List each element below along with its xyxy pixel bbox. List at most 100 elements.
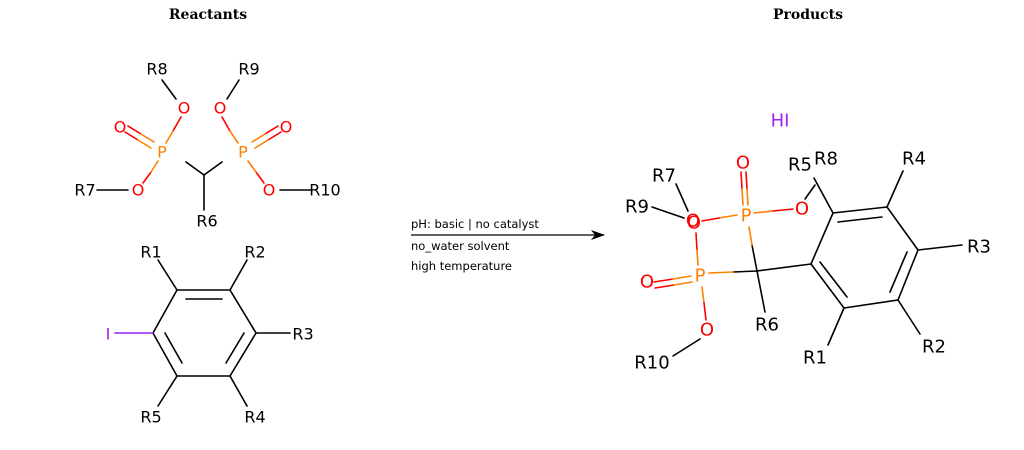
atom-label: O	[640, 272, 654, 293]
atom-label: O	[795, 199, 809, 220]
reactant-iodobenzene	[114, 259, 291, 407]
atom-label: O	[263, 181, 276, 200]
bond	[251, 133, 266, 143]
atom-label: R7	[74, 181, 95, 200]
atom-label: O	[132, 181, 145, 200]
bond	[701, 286, 705, 304]
bond	[127, 125, 142, 135]
bond	[157, 259, 178, 291]
bond	[751, 244, 758, 272]
atom-label: R3	[967, 237, 991, 258]
bond	[889, 251, 908, 293]
bond	[264, 125, 279, 135]
bond	[741, 188, 744, 206]
bond	[718, 214, 738, 219]
bond	[675, 183, 689, 212]
atom-label: R2	[244, 243, 265, 262]
bond	[696, 249, 699, 266]
bond	[832, 206, 888, 214]
bond	[140, 133, 155, 143]
atom-label: R3	[292, 325, 313, 344]
atom-label: R9	[238, 60, 259, 79]
bond	[161, 79, 177, 100]
atom-label: R6	[755, 315, 779, 336]
atom-label: R10	[309, 181, 340, 200]
atom-label: R8	[146, 60, 167, 79]
bond	[813, 177, 834, 214]
bond	[695, 232, 698, 251]
bond	[772, 208, 794, 212]
bond	[756, 270, 766, 313]
atom-label: O	[700, 320, 714, 341]
bond	[185, 161, 205, 176]
bond	[810, 212, 834, 265]
bond	[165, 130, 174, 144]
bond	[672, 338, 701, 357]
bond	[837, 216, 883, 223]
bond	[843, 299, 899, 309]
atom-label: O	[178, 99, 191, 118]
reactants-heading: Reactants	[168, 7, 248, 23]
bond	[756, 263, 812, 272]
products-heading: Products	[772, 7, 844, 23]
bond	[673, 281, 693, 286]
bond	[150, 160, 159, 173]
atom-label: O	[736, 153, 750, 174]
atom-label: R10	[634, 353, 669, 374]
atom-label: P	[741, 206, 752, 227]
condition-solvent: no_water solvent	[411, 239, 510, 253]
atom-label: R8	[814, 149, 838, 170]
bond	[247, 160, 257, 173]
bond	[229, 332, 257, 377]
atom-label: O	[280, 118, 293, 137]
bond	[748, 226, 753, 246]
atom-label: O	[686, 211, 700, 232]
product-hydrogen-iodide: HI	[771, 111, 790, 132]
bond	[745, 171, 748, 190]
bond	[732, 270, 758, 273]
bond	[124, 131, 139, 141]
bond	[255, 171, 265, 184]
atom-label: R5	[140, 408, 161, 427]
bond	[701, 217, 720, 222]
atom-label: I	[106, 325, 111, 344]
atom-label: R6	[196, 212, 217, 231]
atom-label: R7	[652, 166, 676, 187]
atom-label: R1	[803, 348, 827, 369]
atom-label: O	[214, 99, 227, 118]
condition-temperature: high temperature	[411, 259, 513, 273]
bond	[653, 278, 674, 283]
bond	[226, 79, 240, 100]
bond	[164, 332, 183, 364]
bond	[142, 171, 152, 184]
bond	[203, 161, 223, 176]
bond	[746, 188, 749, 206]
bond	[221, 116, 231, 132]
atom-label: R1	[140, 243, 161, 262]
bond	[886, 170, 904, 208]
bond	[740, 171, 743, 190]
bond	[152, 289, 178, 334]
atom-label: P	[695, 266, 706, 287]
bond	[254, 139, 269, 149]
bond	[229, 375, 248, 407]
bond	[651, 206, 685, 219]
atom-label: R4	[902, 149, 926, 170]
bond	[703, 302, 707, 321]
bond	[917, 244, 963, 251]
bond	[810, 263, 845, 309]
bond	[267, 131, 282, 141]
atom-label: O	[114, 118, 127, 137]
atom-label: R9	[625, 197, 649, 218]
bond	[753, 210, 774, 214]
product-phosphorus-aryl-compound	[651, 170, 963, 357]
bond	[804, 184, 816, 200]
bond	[229, 130, 239, 144]
bond	[225, 332, 245, 364]
bond	[157, 375, 178, 407]
bond	[654, 284, 675, 289]
atom-label: R4	[244, 408, 265, 427]
bond	[897, 249, 919, 301]
bond	[897, 299, 921, 335]
bond	[819, 261, 848, 298]
